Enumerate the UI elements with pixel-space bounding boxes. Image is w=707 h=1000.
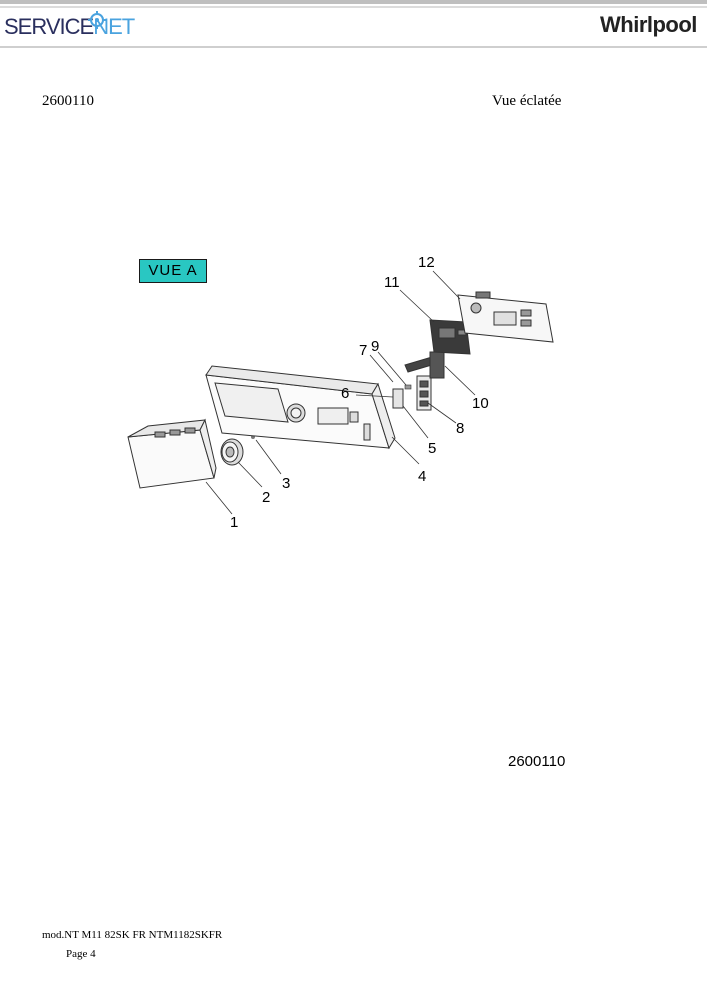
callout-7: 7 (359, 342, 367, 359)
callout-1: 1 (230, 514, 238, 531)
view-title: Vue éclatée (492, 93, 562, 109)
leader-lines (205, 270, 476, 515)
callout-10: 10 (472, 395, 489, 412)
callout-9: 9 (371, 338, 379, 355)
view-label-badge: VUE A (139, 259, 207, 283)
gear-icon (88, 11, 106, 29)
part-clip (404, 384, 412, 390)
part-button-cover (392, 388, 404, 409)
callout-6: 6 (341, 385, 349, 402)
part-display-module (429, 319, 471, 355)
part-electronic-board (457, 291, 554, 343)
part-drawer (127, 418, 217, 489)
servicenet-logo-part1: SERVICE (4, 14, 94, 39)
header-top-line (0, 6, 707, 8)
footer-model: mod.NT M11 82SK FR NTM1182SKFR (42, 929, 223, 941)
callout-2: 2 (262, 489, 270, 506)
footer-page-number: Page 4 (66, 948, 96, 960)
part-key-panel (416, 375, 432, 411)
part-control-panel (205, 365, 396, 450)
whirlpool-logo: Whirlpool (600, 12, 697, 37)
callout-5: 5 (428, 440, 436, 457)
callout-11: 11 (384, 274, 400, 291)
part-light-guide (404, 351, 445, 379)
part-knob (220, 438, 244, 466)
header-rule (0, 46, 707, 48)
callout-4: 4 (418, 468, 426, 485)
header-top-bar (0, 0, 707, 4)
document-number: 2600110 (42, 93, 94, 109)
bottom-reference-number: 2600110 (508, 753, 566, 770)
servicenet-logo-part2: NET (93, 14, 135, 39)
callout-3: 3 (282, 475, 290, 492)
callout-12: 12 (418, 254, 435, 271)
callout-8: 8 (456, 420, 464, 437)
servicenet-logo: SERVICENET (4, 11, 135, 46)
